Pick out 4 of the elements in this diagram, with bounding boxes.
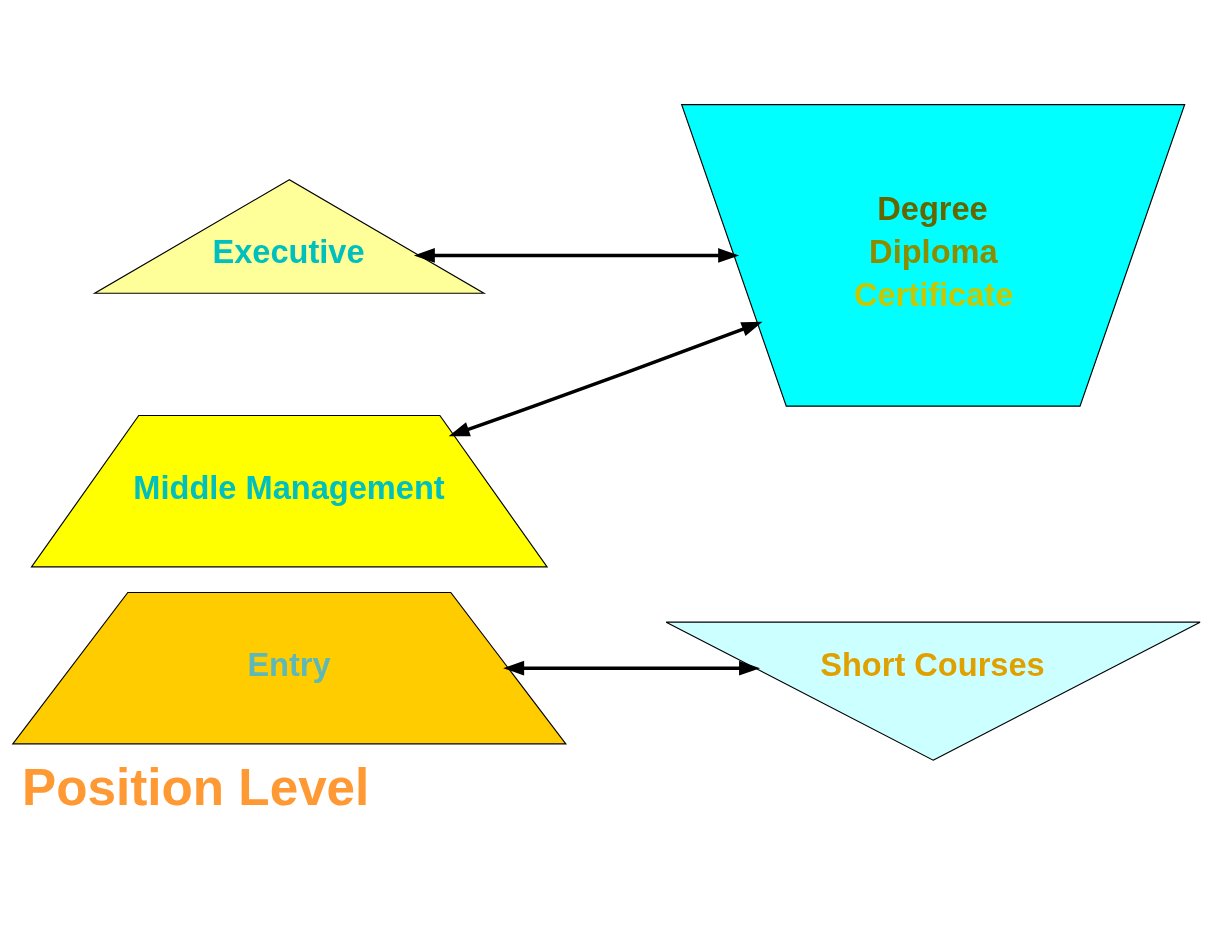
arrow: [413, 247, 740, 263]
arrow: [503, 660, 761, 675]
caption: Position Level: [22, 758, 370, 816]
arrow: [448, 321, 763, 436]
